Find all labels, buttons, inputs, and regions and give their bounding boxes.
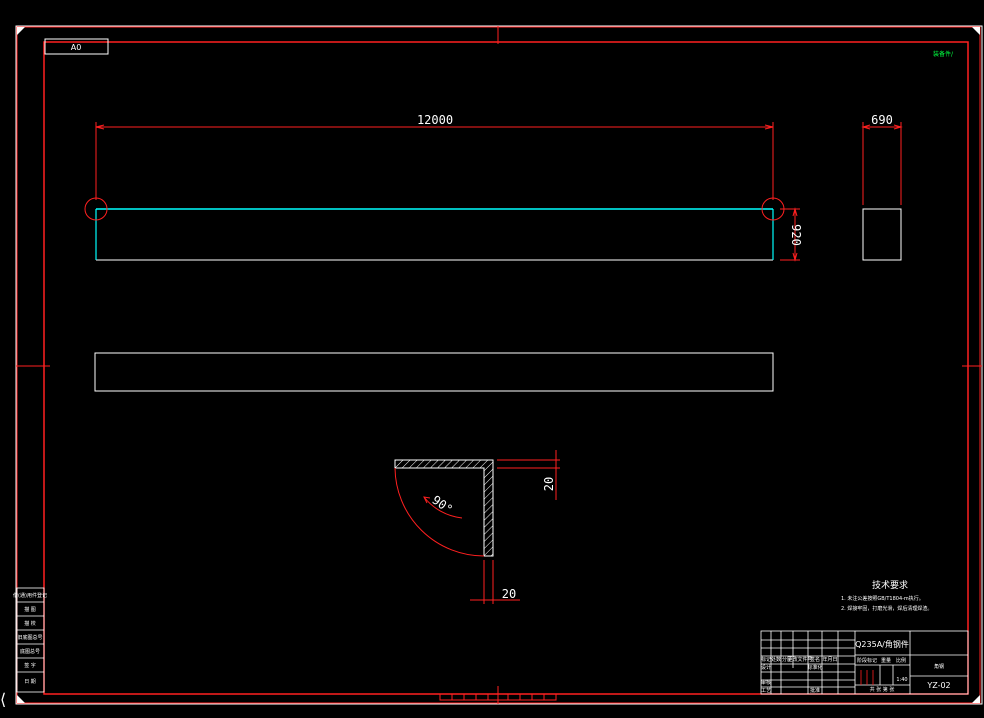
- side-table-row-1: 描 图: [24, 606, 36, 613]
- title-block: [760, 630, 969, 695]
- side-view: [862, 208, 902, 261]
- row-label-4: 签名: [810, 656, 820, 663]
- row-label-5: 年月日: [822, 656, 837, 663]
- corner-marker-tl: [17, 27, 25, 35]
- stage-label-2: 比例: [896, 657, 906, 664]
- side-table-row-4: 底图总号: [20, 648, 40, 655]
- height-dimension: [780, 207, 800, 262]
- flange-bottom-dimension: [470, 560, 520, 604]
- front-view: [84, 197, 785, 261]
- flange-bottom-dimension-text: 20: [502, 587, 516, 601]
- sign-label-0: 设计: [761, 664, 771, 671]
- title-block-part-name: 角钢: [934, 663, 944, 670]
- sign-label-4: 标准化: [807, 664, 822, 671]
- corner-note: 装备件/: [933, 50, 954, 58]
- tech-requirements-line-2: 2. 焊接牢固，打磨光滑，焊后清理焊渣。: [841, 605, 932, 612]
- length-dimension: [95, 122, 774, 200]
- sheet-size-label: A0: [71, 43, 82, 52]
- sign-label-1: 审核: [761, 679, 771, 686]
- crosshair-cursor-icon: ⟨: [0, 690, 7, 709]
- side-width-dimension-text: 690: [871, 113, 893, 127]
- flange-top-dimension-text: 20: [542, 477, 556, 491]
- side-width-dimension: [861, 122, 903, 205]
- outer-sheet-border: [15, 25, 983, 705]
- side-table-row-2: 描 校: [24, 620, 36, 627]
- corner-marker-tr: [972, 27, 980, 35]
- angle-dimension-text: 90°: [429, 493, 455, 517]
- sign-label-3: 批准: [810, 687, 820, 694]
- side-table-row-0: 借(通)用件登记: [13, 592, 47, 599]
- top-view: [94, 352, 774, 392]
- height-dimension-text: 920: [789, 224, 803, 246]
- outer-red-border: [16, 26, 981, 704]
- row-label-2: 分区: [782, 656, 792, 663]
- sheet-size-box: [44, 38, 109, 55]
- angle-arc-outer: [394, 467, 485, 557]
- length-dimension-text: 12000: [417, 113, 453, 127]
- title-block-material: Q235A/角钢件: [855, 639, 909, 649]
- title-block-drawing-number: YZ-02: [926, 681, 950, 690]
- flange-top-dimension: [497, 450, 560, 500]
- corner-marker-br: [972, 695, 980, 703]
- side-table-row-3: 旧底图总号: [17, 634, 42, 641]
- title-block-scale: 1:40: [896, 677, 907, 683]
- section-view: [394, 459, 494, 557]
- row-label-3: 更改文件号: [787, 656, 812, 663]
- corner-marker-bl: [17, 695, 25, 703]
- side-table-row-5: 签 字: [24, 662, 36, 669]
- row-label-1: 处数: [771, 656, 781, 663]
- stage-label-0: 阶段标记: [857, 657, 877, 664]
- sign-label-2: 工艺: [761, 688, 771, 694]
- side-table-row-6: 日 期: [24, 679, 36, 685]
- bottom-ruler: [439, 693, 557, 701]
- row-label-0: 标记: [761, 656, 771, 663]
- angle-arc-inner: [423, 496, 463, 519]
- tech-requirements-line-1: 1. 未注公差按照GB/T1804-m执行。: [841, 595, 924, 602]
- side-table: [16, 587, 45, 693]
- tech-requirements-title: 技术要求: [872, 579, 908, 591]
- stage-label-1: 重量: [881, 657, 891, 664]
- title-block-sheet-info: 共 张 第 张: [870, 686, 895, 693]
